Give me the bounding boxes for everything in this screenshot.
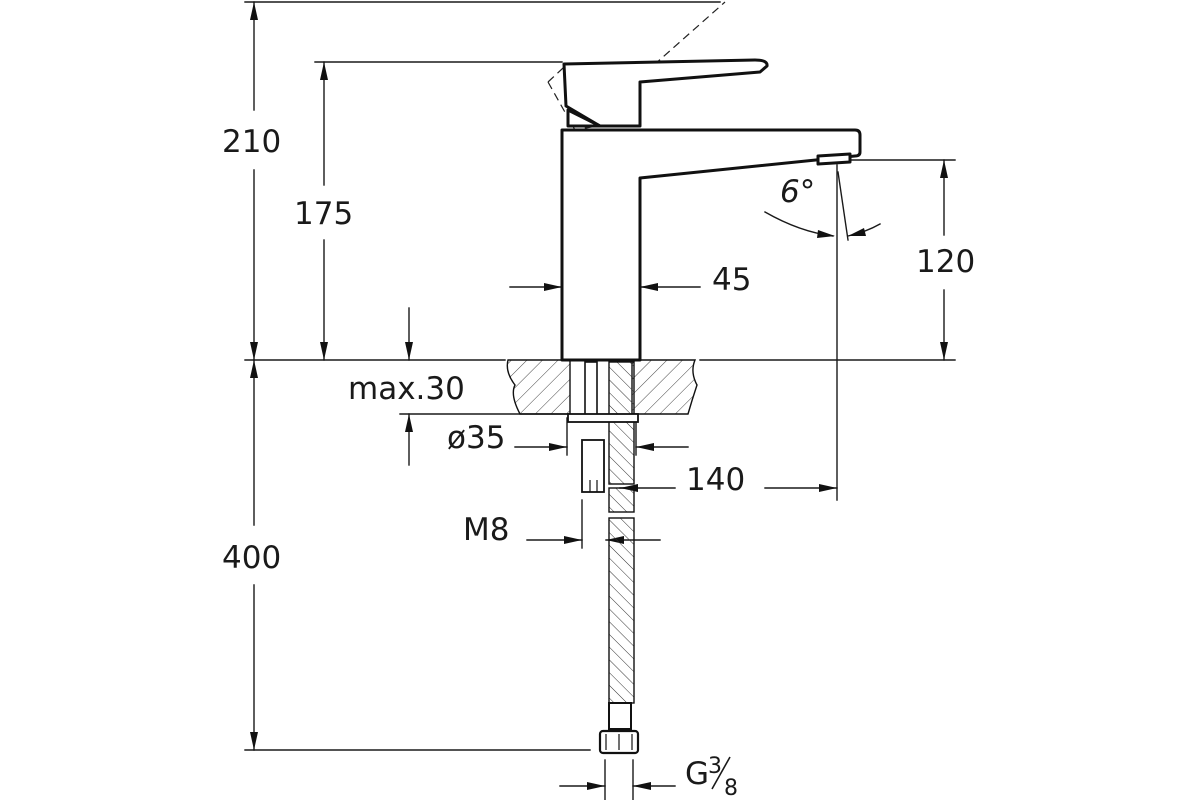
dimension-stud-thread bbox=[526, 499, 661, 549]
dimension-spout-angle bbox=[764, 171, 881, 241]
dimension-spout-height bbox=[940, 159, 948, 361]
connection-thread-letter: G bbox=[685, 756, 709, 792]
flexible-hose bbox=[598, 361, 640, 755]
dimension-connection-thread bbox=[559, 759, 676, 800]
dimension-handle-height bbox=[320, 61, 328, 361]
label-deck-thickness: max.30 bbox=[348, 371, 465, 407]
dimension-total-height bbox=[250, 1, 258, 361]
connection-thread-numerator: 3 bbox=[708, 754, 722, 779]
mounting-stud bbox=[567, 361, 639, 493]
dimension-hose-length bbox=[250, 359, 258, 751]
label-stud-thread: M8 bbox=[463, 512, 509, 548]
label-spout-reach: 140 bbox=[686, 462, 745, 498]
dimension-body-width bbox=[509, 283, 701, 291]
countertop-section bbox=[506, 359, 698, 415]
label-spout-height: 120 bbox=[916, 244, 975, 280]
label-total-height: 210 bbox=[222, 124, 281, 160]
label-handle-height: 175 bbox=[294, 196, 353, 232]
label-hose-length: 400 bbox=[222, 540, 281, 576]
faucet-body bbox=[547, 1, 862, 362]
label-body-width: 45 bbox=[712, 262, 751, 298]
connection-thread-denominator: 8 bbox=[724, 776, 738, 800]
label-connection-thread: G 3 8 bbox=[685, 754, 738, 800]
label-hole-diameter: ø35 bbox=[447, 420, 505, 456]
label-spout-angle: 6° bbox=[780, 174, 815, 210]
dimension-hole-diameter bbox=[514, 417, 689, 456]
extension-lines bbox=[244, 1, 956, 751]
